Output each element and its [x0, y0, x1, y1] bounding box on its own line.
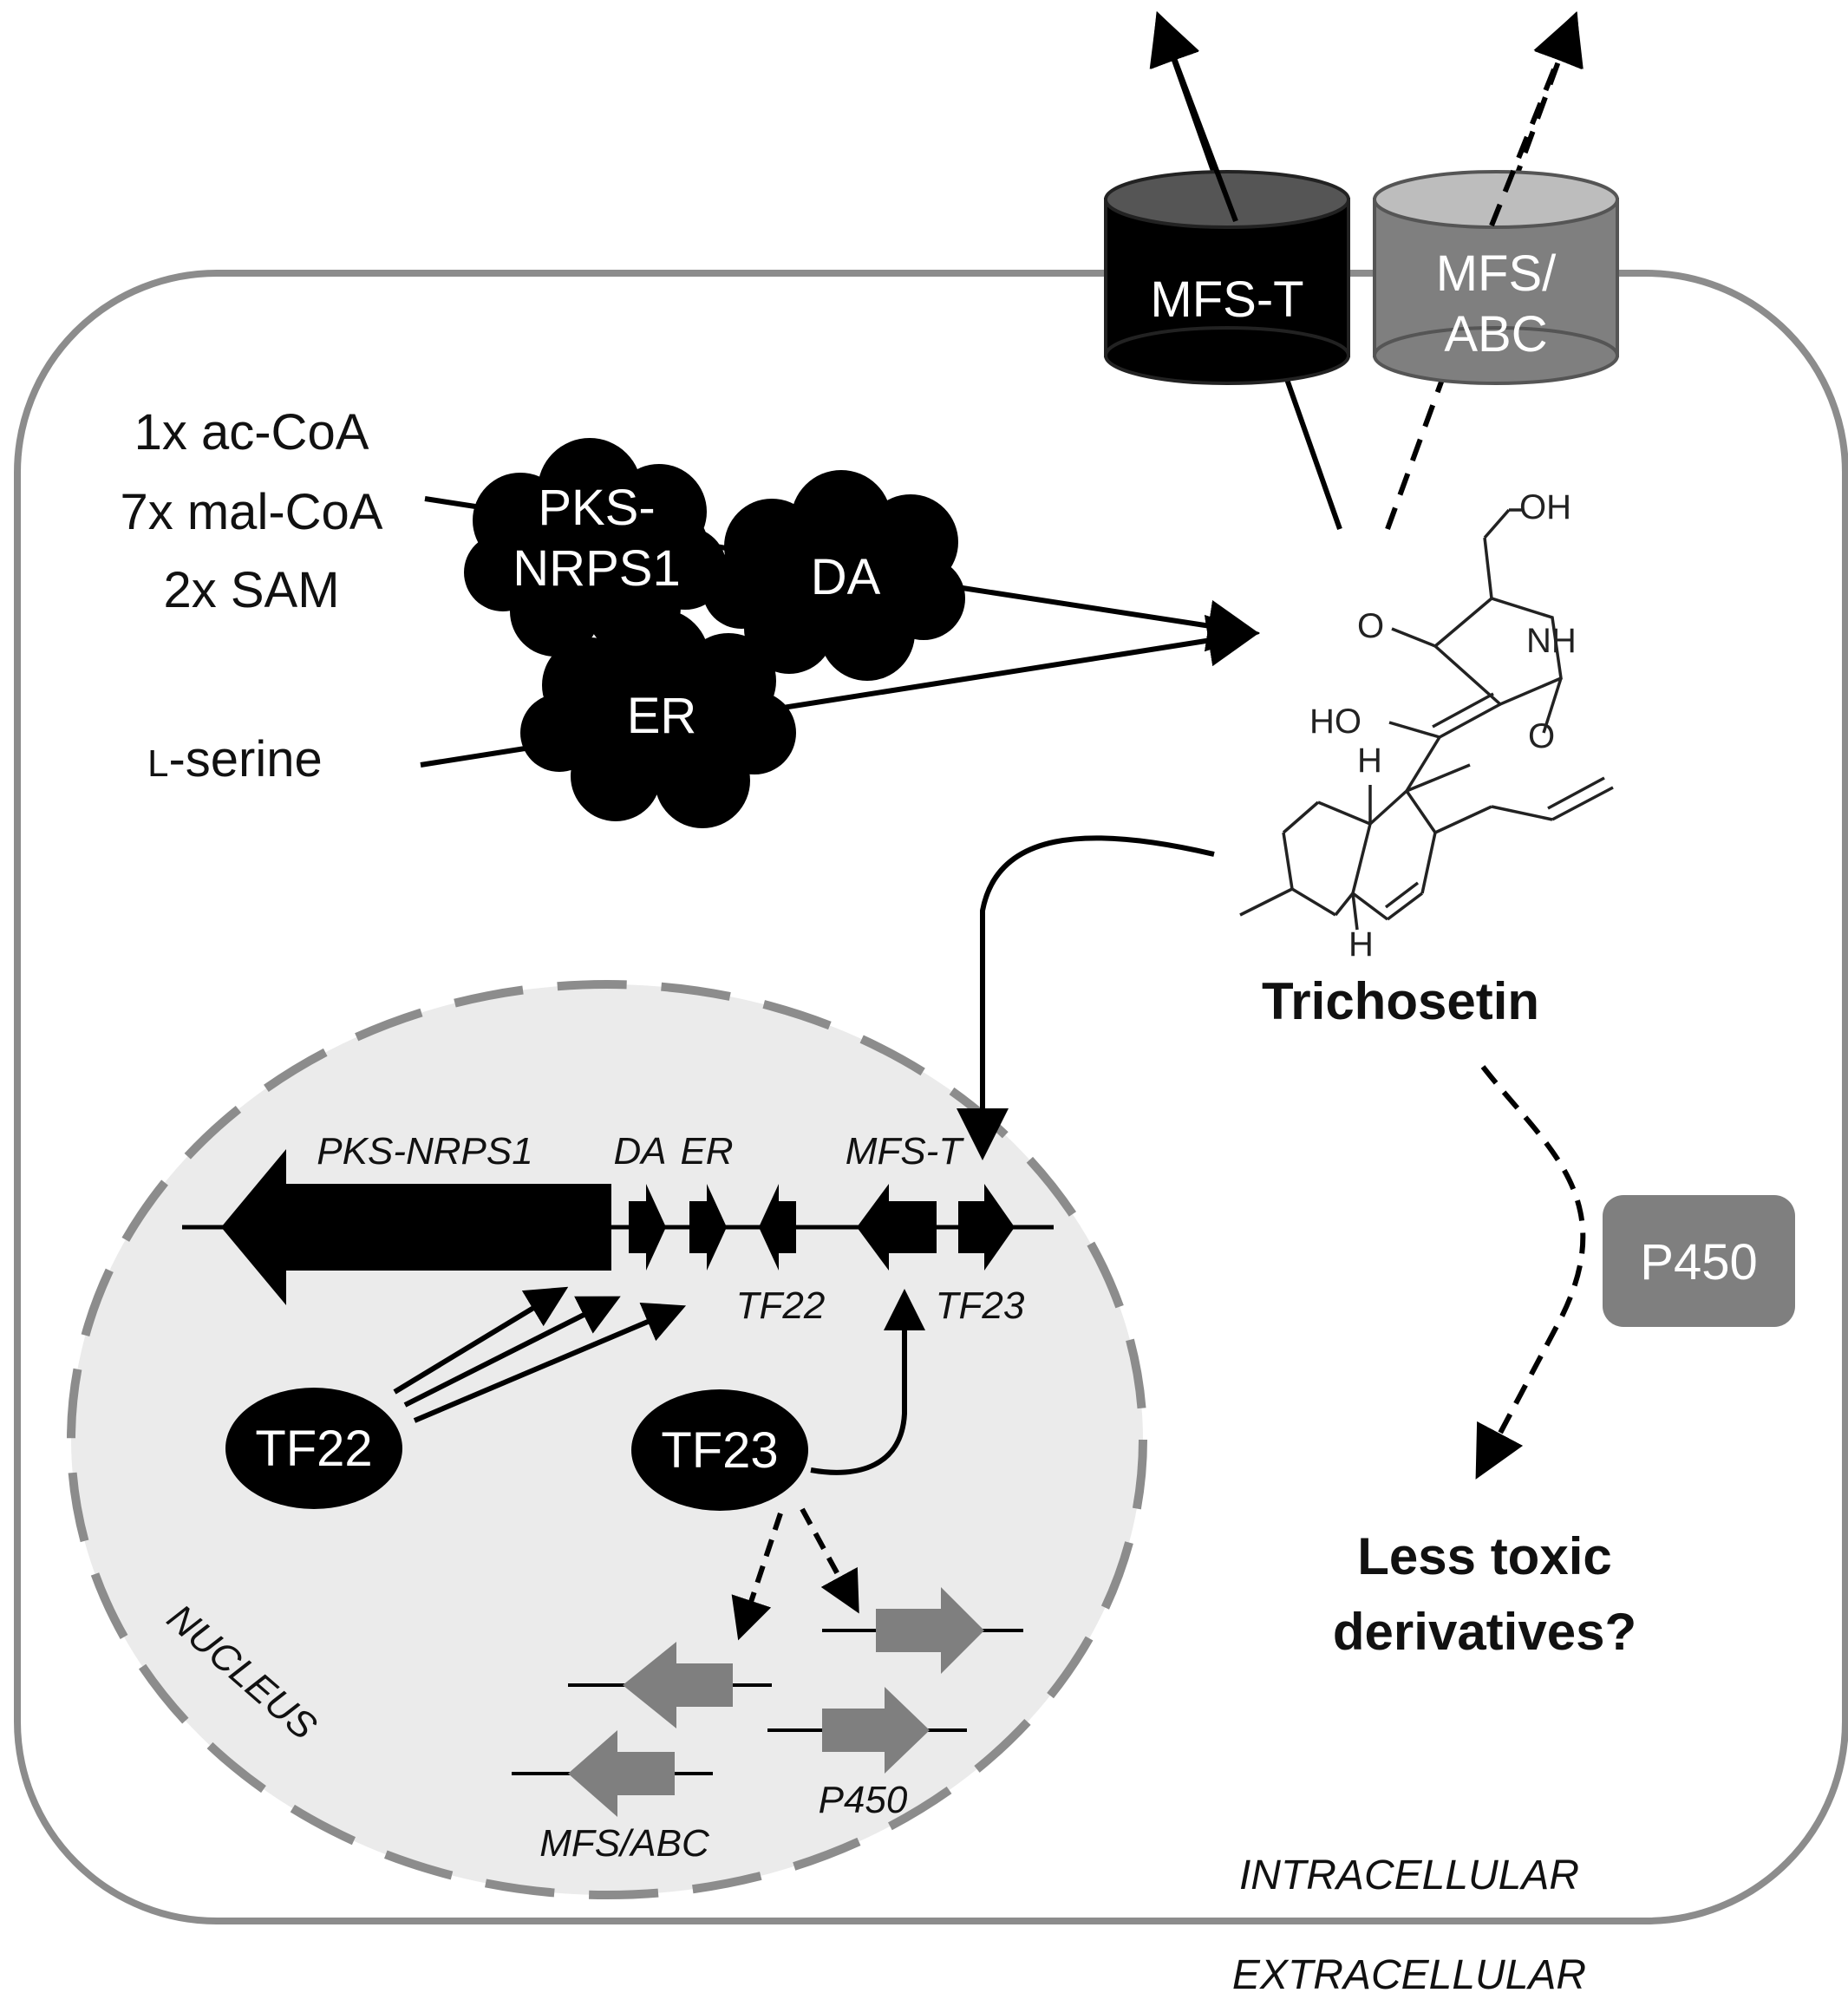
gene-label-pks-nrps1: PKS-NRPS1: [317, 1130, 532, 1173]
substrate-serine: L-serine: [147, 731, 323, 787]
trichosetin-structure: [1239, 508, 1614, 931]
derivatives-label-1: Less toxic: [1357, 1527, 1611, 1585]
tf23-dashed-arrow-2: [800, 1507, 859, 1614]
gene-label-mfs-t: MFS-T: [846, 1130, 965, 1173]
gene-label-tf22: TF22: [736, 1284, 826, 1327]
tf22-arrow-da: [403, 1296, 621, 1408]
p450-box: [1603, 1195, 1795, 1327]
pks-label-2: NRPS1: [513, 540, 680, 597]
intracellular-label: INTRACELLULAR: [1239, 1852, 1579, 1898]
detox-arrow: [1475, 1065, 1586, 1480]
atom-ho: HO: [1309, 702, 1362, 741]
induction-arrow: [957, 835, 1215, 1160]
pks-label-1: PKS-: [538, 480, 655, 536]
extracellular-label: EXTRACELLULAR: [1232, 1952, 1586, 1998]
mfs-abc-transporter: MFS/ ABC: [1373, 170, 1619, 385]
gene-label-tf23: TF23: [936, 1284, 1025, 1327]
gene-er: [689, 1184, 727, 1271]
target-gene-2: [822, 1587, 1023, 1674]
gene-label-da: DA: [613, 1130, 666, 1173]
trichosetin-label: Trichosetin: [1262, 972, 1539, 1030]
substrate-acetyl-coa: 1x ac-CoA: [134, 404, 369, 461]
substrate-malonyl-coa: 7x mal-CoA: [121, 484, 383, 540]
tf22-protein: [225, 1388, 402, 1509]
target-gene-3: [767, 1687, 967, 1774]
serine-prefix: L: [147, 742, 168, 785]
trichosetin-atoms: OH O NH O HO H H: [1309, 488, 1577, 964]
p450-label: P450: [1640, 1234, 1757, 1291]
gene-tf23: [958, 1184, 1015, 1271]
er-enzyme: ER: [520, 609, 796, 828]
gene-label-er: ER: [680, 1130, 733, 1173]
serine-name: -serine: [168, 731, 322, 787]
atom-o-right: O: [1528, 717, 1555, 755]
mfs-t-label: MFS-T: [1150, 271, 1303, 328]
gene-pks-nrps1: [221, 1149, 611, 1305]
gene-mfs-t: [857, 1184, 937, 1271]
gene-label-mfs-abc: MFS/ABC: [539, 1822, 710, 1865]
export-arrow-mfs-t-over: [1150, 11, 1238, 223]
tf22-arrow-er: [413, 1302, 687, 1423]
mfs-abc-label-1: MFS/: [1436, 245, 1557, 302]
tf22-label: TF22: [255, 1421, 372, 1477]
tf23-arrow-mfs-t: [810, 1289, 925, 1475]
gene-label-p450: P450: [819, 1779, 908, 1821]
gene-tf22: [759, 1184, 796, 1271]
mfs-abc-label-2: ABC: [1444, 306, 1547, 363]
atom-nh: NH: [1526, 622, 1577, 660]
tf22-arrow-pks: [393, 1286, 569, 1395]
atom-h-top: H: [1357, 742, 1382, 780]
target-gene-1: [568, 1642, 772, 1728]
atom-h-bottom: H: [1348, 925, 1374, 964]
da-enzyme: DA: [702, 470, 965, 681]
tf23-dashed-arrow-1: [731, 1513, 783, 1641]
derivatives-label-2: derivatives?: [1333, 1603, 1636, 1661]
atom-o-left: O: [1357, 607, 1384, 645]
pks-nrps1-enzyme: PKS- NRPS1: [464, 438, 727, 657]
substrate-sam: 2x SAM: [163, 562, 339, 618]
gene-da: [629, 1184, 666, 1271]
cell-membrane: [14, 270, 1848, 1924]
tf23-protein: [631, 1389, 808, 1511]
target-gene-4: [512, 1730, 713, 1817]
er-label: ER: [627, 688, 697, 744]
tf23-label: TF23: [661, 1422, 778, 1479]
da-label: DA: [811, 549, 881, 605]
atom-oh-top: OH: [1519, 488, 1571, 526]
